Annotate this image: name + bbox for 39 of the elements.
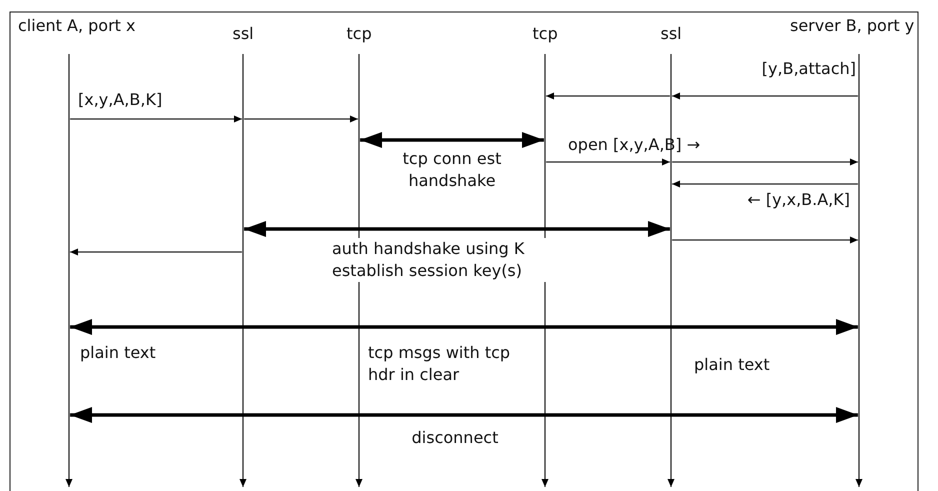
message-arrow <box>672 236 858 244</box>
lifeline <box>242 54 244 474</box>
lifeline <box>68 54 70 474</box>
message-arrow <box>672 158 858 166</box>
lifeline-arrow <box>542 474 548 488</box>
double-arrow <box>360 132 544 148</box>
message-arrow <box>546 92 670 100</box>
edge-label: ← [y,x,B.A,K] <box>746 189 850 211</box>
lifeline <box>670 54 672 474</box>
edge-label: tcp msgs with tcp hdr in clear <box>368 342 512 386</box>
edge-label: tcp conn est handshake <box>402 148 502 192</box>
double-arrow <box>70 319 858 335</box>
edge-label: [x,y,A,B,K] <box>78 89 162 111</box>
edge-label: disconnect <box>410 427 500 449</box>
message-arrow <box>546 158 670 166</box>
message-arrow <box>244 116 358 122</box>
lifeline-label: ssl <box>660 23 682 45</box>
double-arrow <box>70 407 858 423</box>
double-arrow <box>244 221 670 237</box>
lifeline-label: tcp <box>346 23 372 45</box>
lifeline-label: ssl <box>232 23 254 45</box>
message-arrow <box>672 180 858 188</box>
note-text: plain text <box>694 354 770 376</box>
message-arrow <box>70 248 242 256</box>
lifeline-arrow <box>856 474 862 488</box>
lifeline-arrow <box>356 474 362 488</box>
lifeline <box>544 54 546 474</box>
message-arrow <box>672 92 858 100</box>
lifeline <box>358 54 360 474</box>
lifeline-label: tcp <box>532 23 558 45</box>
lifeline-arrow <box>240 474 246 488</box>
edge-label: [y,B,attach] <box>760 58 856 80</box>
lifeline-label: server B, port y <box>790 15 914 37</box>
message-arrow <box>70 116 242 122</box>
lifeline <box>858 54 860 474</box>
lifeline-arrow <box>66 474 72 488</box>
lifeline-label: client A, port x <box>18 15 136 37</box>
lifeline-arrow <box>668 474 674 488</box>
note-text: plain text <box>80 342 156 364</box>
